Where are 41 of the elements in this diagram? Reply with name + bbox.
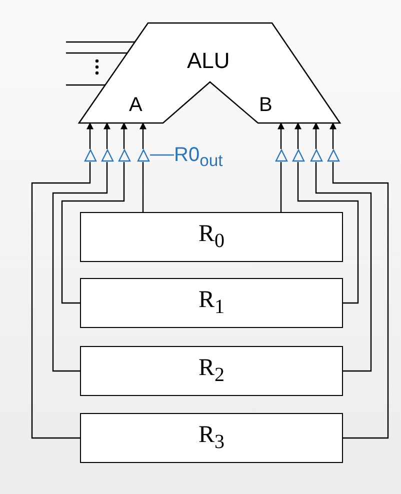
wire	[150, 154, 174, 156]
alu-label: ALU	[187, 50, 230, 72]
register-box	[80, 413, 343, 463]
register-box	[80, 212, 343, 262]
arrow	[104, 122, 110, 149]
register-label: R$_{2}$	[198, 355, 224, 387]
buffer-symbol	[101, 149, 114, 162]
port-label: B	[259, 95, 272, 115]
wire	[315, 162, 372, 372]
wire	[31, 162, 91, 439]
wire	[280, 162, 282, 212]
alu-block	[79, 23, 340, 123]
register-label: R$_{3}$	[198, 422, 224, 454]
buffer-symbol	[118, 149, 131, 162]
arrow	[120, 122, 128, 149]
wire	[142, 162, 144, 212]
input-line	[66, 84, 106, 86]
wire	[61, 162, 125, 304]
arrow	[278, 122, 284, 149]
arrow	[294, 122, 302, 149]
port-label: A	[129, 95, 142, 115]
arrow	[140, 122, 146, 149]
register-box	[80, 346, 343, 396]
buffer-symbol	[137, 149, 150, 162]
wire	[297, 162, 359, 304]
buffer-symbol	[310, 149, 323, 162]
buffer-symbol	[84, 149, 97, 162]
wire	[52, 162, 108, 372]
register-label: R$_{0}$	[198, 221, 224, 253]
input-line	[66, 41, 135, 43]
register-label: R$_{1}$	[198, 287, 224, 319]
buffer-symbol	[292, 149, 305, 162]
control-signal-label: R0$_{out}$	[174, 145, 223, 170]
buffer-symbol	[327, 149, 340, 162]
input-line	[66, 52, 128, 54]
arrow	[330, 122, 336, 149]
register-box	[80, 278, 343, 328]
wire	[332, 162, 389, 439]
arrow	[312, 122, 320, 149]
arrow	[86, 122, 94, 149]
buffer-symbol	[275, 149, 288, 162]
